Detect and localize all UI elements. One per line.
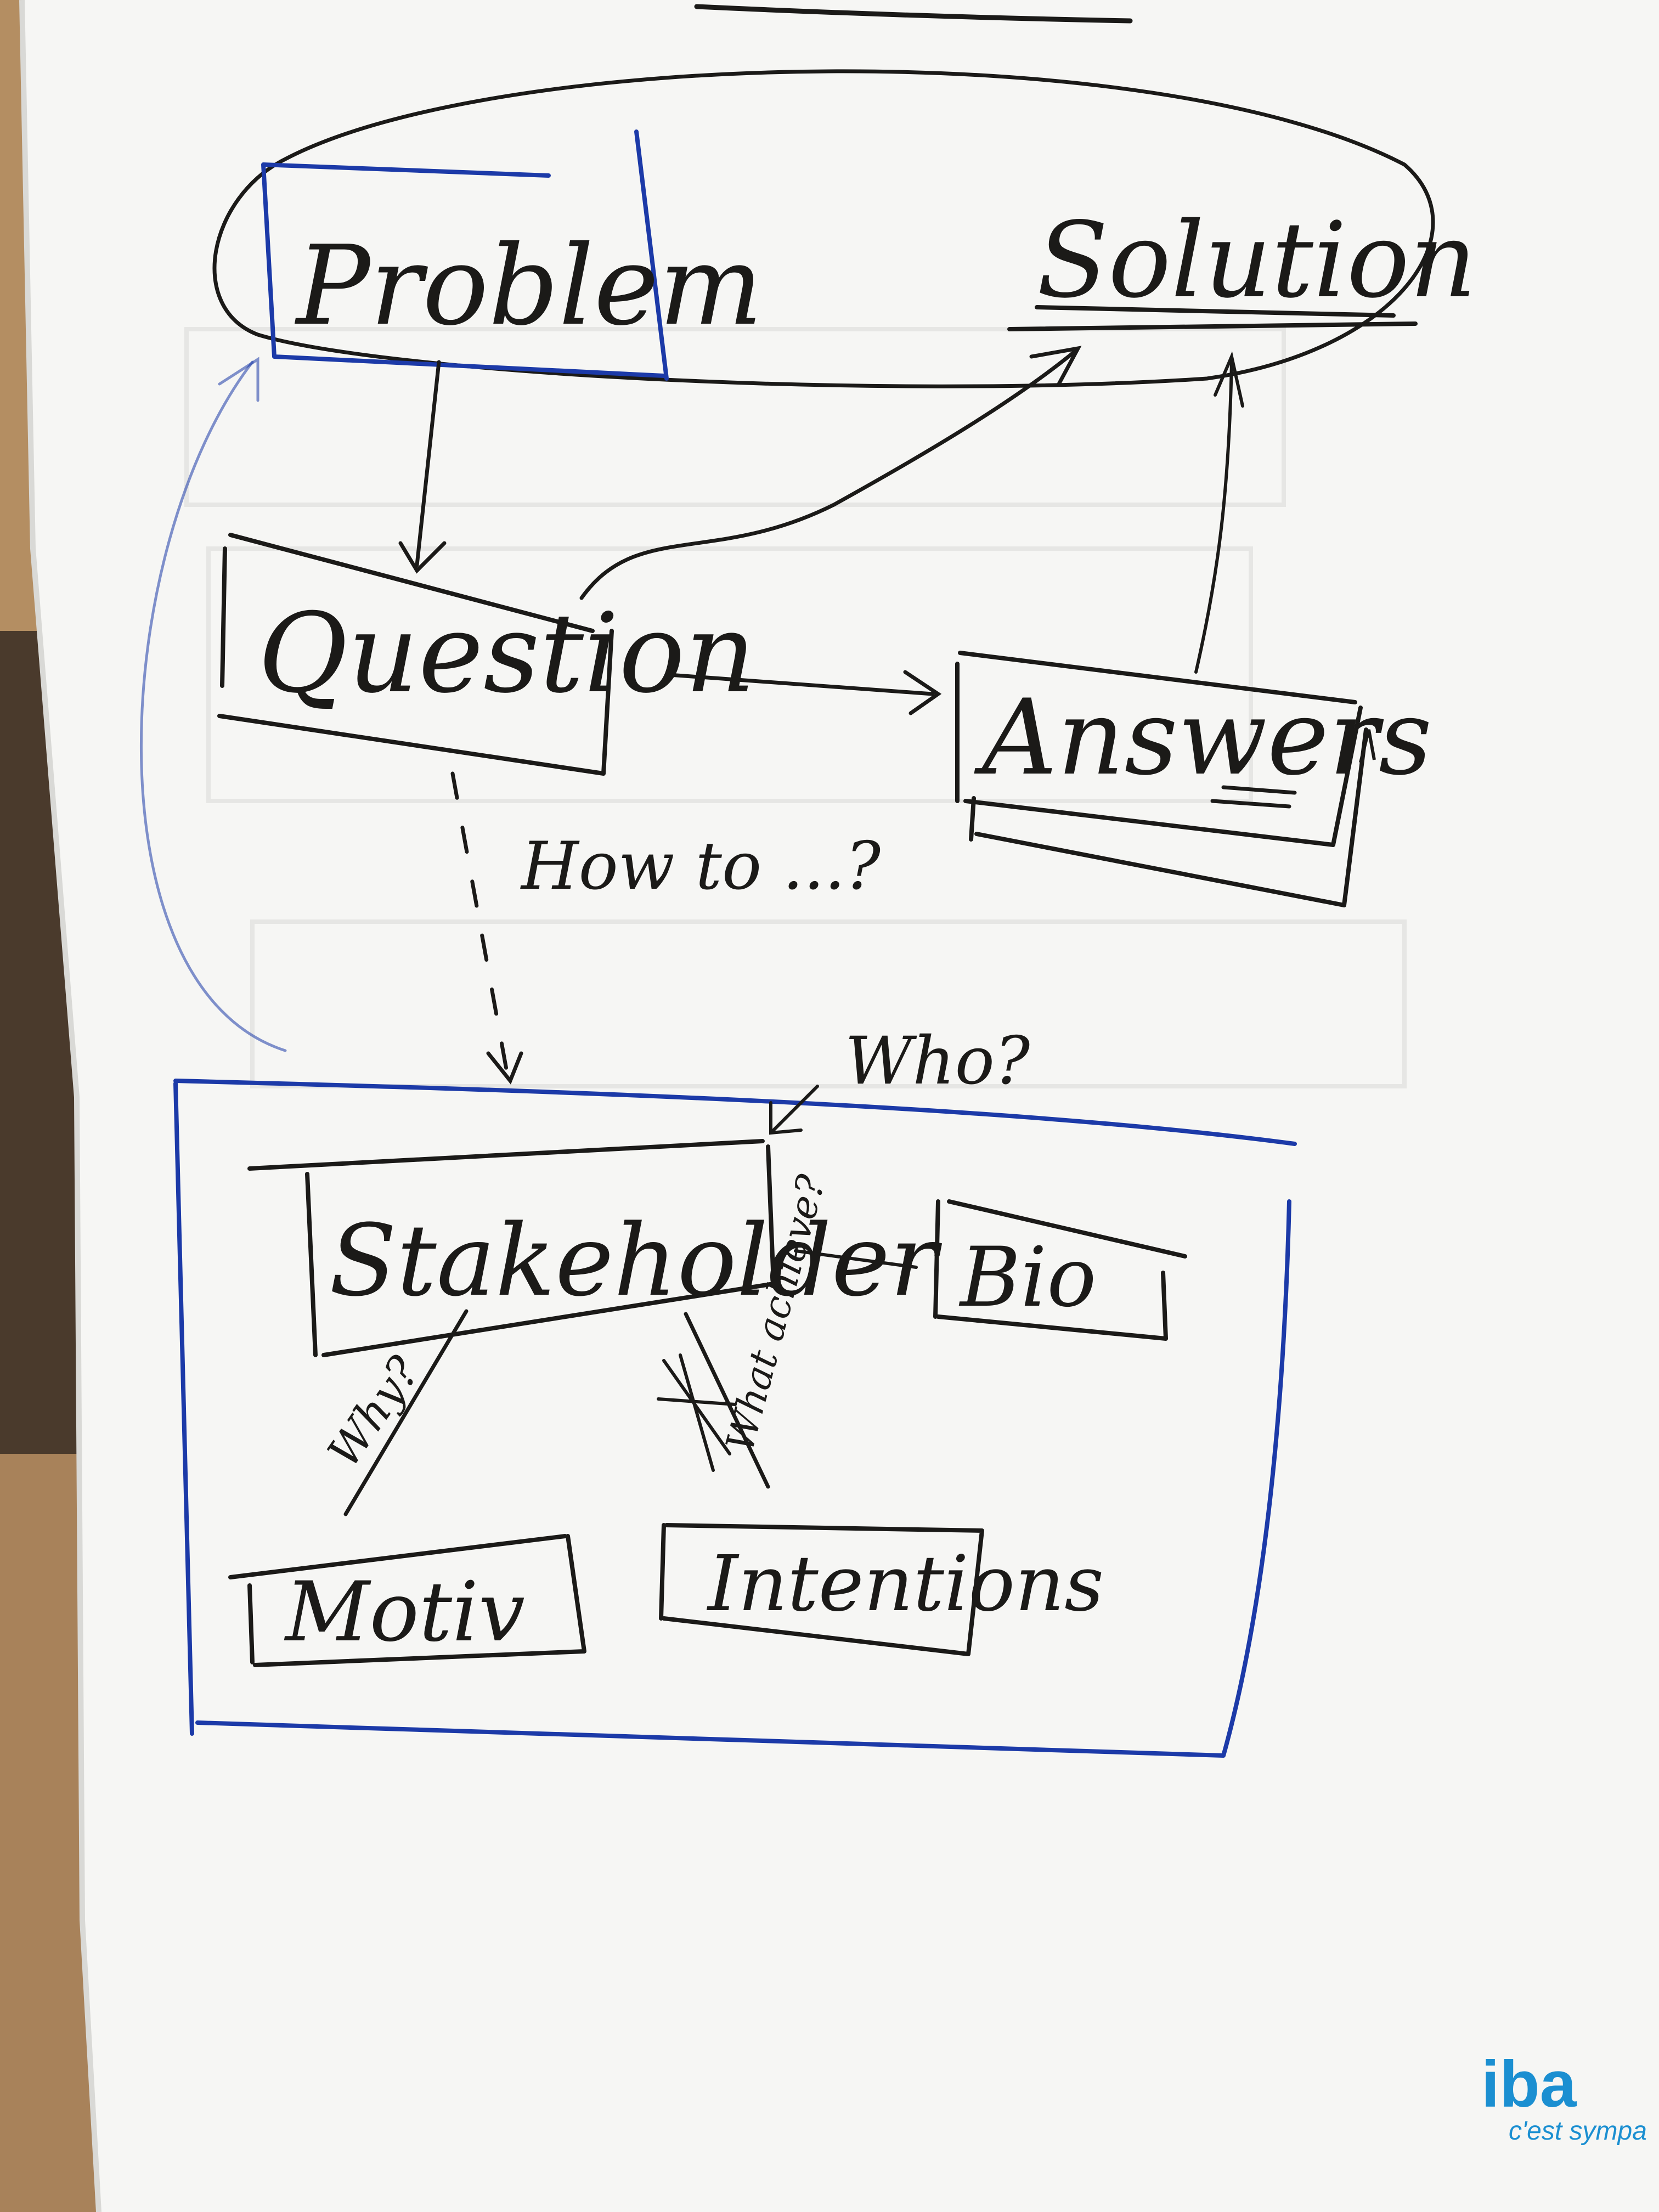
stakeholder-frame: [173, 1079, 1297, 1758]
who-arrow: [769, 1085, 819, 1135]
problem-box: [261, 129, 669, 381]
why-edge: [343, 1309, 469, 1516]
iba-logo-tagline: c'est sympa: [1509, 2117, 1647, 2146]
intentions-label: Intentions: [706, 1539, 1104, 1629]
question-to-stakeholder-arrow: [450, 771, 523, 1085]
intentions-node: Intentions: [659, 1523, 1104, 1656]
solution-node: Solution: [1007, 200, 1477, 331]
stakeholder-label: Stakeholder: [329, 1204, 942, 1318]
problem-node: Problem: [261, 129, 763, 381]
answers-label: Answers: [974, 677, 1432, 798]
bio-box: [933, 1199, 1187, 1341]
motiv-node: Motiv: [228, 1534, 586, 1667]
motiv-box: [228, 1534, 586, 1667]
stakeholder-bio-connector: [794, 1249, 918, 1269]
problem-to-question-arrow: [398, 360, 447, 574]
what-achieve-edge: [684, 1312, 770, 1489]
problem-label: Problem: [294, 222, 763, 350]
top-underline: [694, 4, 1133, 24]
bio-node: Bio: [933, 1199, 1187, 1341]
question-to-solution-arrow: [579, 346, 1082, 600]
feedback-to-problem-arrow: [139, 357, 287, 1052]
stakeholder-box: [247, 1139, 776, 1357]
answers-node: Answers: [955, 651, 1432, 907]
bio-label: Bio: [958, 1230, 1097, 1325]
how-to-label: How to ...?: [520, 828, 881, 905]
iba-logo-name: iba: [1481, 2047, 1577, 2121]
who-label: Who?: [845, 1023, 1030, 1099]
question-label: Question: [258, 590, 755, 718]
problem-solution-ellipse: [212, 69, 1435, 388]
show-through-marks: [184, 327, 1407, 1088]
scribble-crossout: [657, 1353, 737, 1472]
answers-to-solution-arrow: [1194, 351, 1244, 674]
question-to-answers-arrow: [667, 670, 942, 715]
answers-box-front: [955, 651, 1363, 847]
answers-underline: [1210, 785, 1297, 809]
solution-underline: [1007, 305, 1418, 331]
question-box: [217, 533, 614, 776]
intentions-box: [659, 1523, 984, 1656]
paper-edge: [19, 0, 101, 2212]
iba-logo: iba c'est sympa: [1481, 2047, 1647, 2146]
stakeholder-node: Stakeholder: [247, 1139, 942, 1357]
solution-label: Solution: [1037, 200, 1477, 321]
question-node: Question: [217, 533, 755, 776]
motiv-label: Motiv: [284, 1565, 525, 1660]
